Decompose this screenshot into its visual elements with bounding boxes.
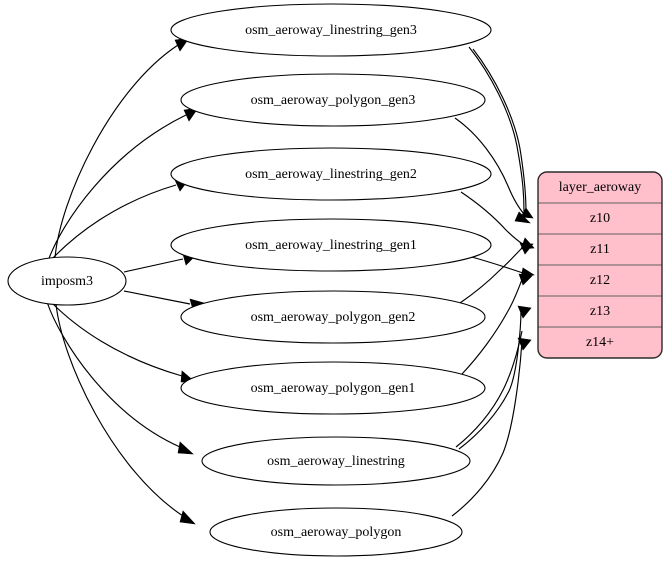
table-row-z12[interactable]: z12 xyxy=(590,273,610,288)
edge-linestring-to-z13-b xyxy=(458,308,522,450)
table-row-z11[interactable]: z11 xyxy=(590,242,610,257)
arrowhead-icon xyxy=(517,337,532,351)
edge-linestring-gen1-to-z12 xyxy=(467,255,524,274)
edge-linestring-gen3-to-z10 xyxy=(468,46,525,213)
edge-polygon-gen1-to-z12 xyxy=(461,276,524,375)
edges-tables-to-layer xyxy=(451,46,535,517)
edge-linestring-gen3-to-z10-b xyxy=(472,48,527,213)
edge-imposm3-to-linestring-gen2 xyxy=(51,184,177,260)
node-ellipse-shape[interactable] xyxy=(201,436,471,486)
arrowhead-icon xyxy=(179,510,196,525)
arrowhead-icon xyxy=(177,441,194,455)
edge-imposm3-to-linestring-gen1 xyxy=(123,258,184,273)
edge-imposm3-to-polygon-gen3 xyxy=(47,114,187,262)
node-osm-aeroway-linestring-gen2[interactable]: osm_aeroway_linestring_gen2 xyxy=(170,147,492,201)
node-osm-aeroway-linestring[interactable]: osm_aeroway_linestring xyxy=(201,436,471,486)
node-label: osm_aeroway_polygon_gen1 xyxy=(251,381,416,396)
node-label: osm_aeroway_linestring_gen3 xyxy=(245,23,417,38)
node-ellipse-shape[interactable] xyxy=(170,218,492,272)
node-label: osm_aeroway_linestring_gen1 xyxy=(245,238,417,253)
edge-polygon-to-z14 xyxy=(451,340,523,517)
node-ellipse-shape[interactable] xyxy=(170,3,492,57)
table-row-z14plus[interactable]: z14+ xyxy=(586,335,614,350)
node-label: osm_aeroway_polygon xyxy=(271,525,402,540)
node-ellipse-shape[interactable] xyxy=(180,361,486,415)
table-row-z10[interactable]: z10 xyxy=(590,211,610,226)
node-ellipse-shape[interactable] xyxy=(170,147,492,201)
edge-imposm3-to-linestring xyxy=(46,301,181,448)
edge-polygon-gen3-to-z10 xyxy=(454,117,525,215)
arrowhead-icon xyxy=(520,207,534,219)
node-osm-aeroway-polygon-gen3[interactable]: osm_aeroway_polygon_gen3 xyxy=(180,73,486,127)
node-osm-aeroway-polygon-gen1[interactable]: osm_aeroway_polygon_gen1 xyxy=(180,361,486,415)
node-osm-aeroway-polygon-gen2[interactable]: osm_aeroway_polygon_gen2 xyxy=(180,290,486,344)
edge-imposm3-to-linestring-gen3 xyxy=(54,44,179,259)
node-imposm3-shape[interactable] xyxy=(7,256,127,306)
node-label: osm_aeroway_polygon_gen3 xyxy=(251,93,416,108)
edge-imposm3-to-polygon-gen1 xyxy=(51,302,183,377)
edge-imposm3-to-polygon-gen2 xyxy=(123,290,191,305)
table-outer-border xyxy=(537,171,663,359)
node-label: osm_aeroway_linestring_gen2 xyxy=(245,167,417,182)
node-osm-aeroway-linestring-gen1[interactable]: osm_aeroway_linestring_gen1 xyxy=(170,218,492,272)
arrowhead-icon xyxy=(519,242,534,255)
node-imposm3[interactable]: imposm3 xyxy=(7,256,127,306)
table-row-z13[interactable]: z13 xyxy=(590,304,610,319)
node-osm-aeroway-polygon[interactable]: osm_aeroway_polygon xyxy=(209,507,463,557)
edge-linestring-gen2-to-z11 xyxy=(460,191,525,246)
node-ellipse-shape[interactable] xyxy=(209,507,463,557)
node-layer-aeroway-table[interactable]: layer_aeroway z10 z11 z12 z13 z14+ xyxy=(537,171,663,359)
node-imposm3-label: imposm3 xyxy=(41,274,93,289)
table-header-layer-aeroway: layer_aeroway xyxy=(559,180,641,195)
node-label: osm_aeroway_linestring xyxy=(267,454,405,469)
node-ellipse-shape[interactable] xyxy=(180,290,486,344)
edge-polygon-gen2-to-z11 xyxy=(459,246,524,304)
node-label: osm_aeroway_polygon_gen2 xyxy=(251,310,416,325)
arrowhead-icon xyxy=(517,305,532,319)
edge-imposm3-to-polygon xyxy=(55,303,184,517)
edge-linestring-to-z13 xyxy=(455,330,523,448)
arrowhead-icon xyxy=(518,273,533,286)
node-ellipse-shape[interactable] xyxy=(180,73,486,127)
node-osm-aeroway-linestring-gen3[interactable]: osm_aeroway_linestring_gen3 xyxy=(170,3,492,57)
